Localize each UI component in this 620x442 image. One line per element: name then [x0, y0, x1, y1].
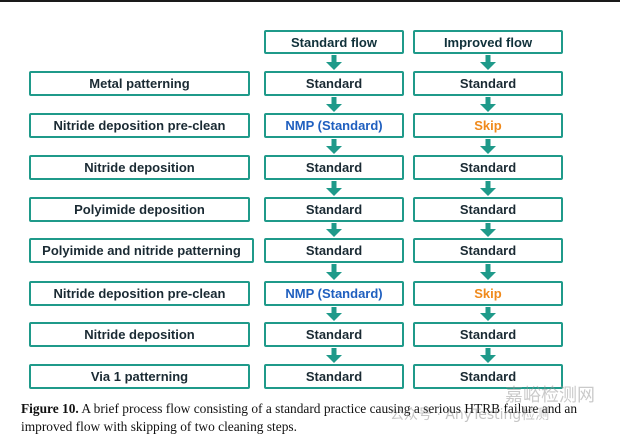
improved-flow-box: Standard [413, 197, 563, 222]
step-box-nitride-pre-clean-2: Nitride deposition pre-clean [29, 281, 250, 306]
flow-arrowhead-standard-5 [326, 229, 342, 237]
step-box-polyimide-nitride-patterning: Polyimide and nitride patterning [29, 238, 254, 263]
improved-flow-box: Standard [413, 238, 563, 263]
step-box-via1-patterning: Via 1 patterning [29, 364, 250, 389]
improved-flow-label: Standard [459, 243, 517, 258]
standard-flow-label: Standard [305, 202, 363, 217]
step-box-polyimide-deposition: Polyimide deposition [29, 197, 250, 222]
step-label: Nitride deposition pre-clean [53, 286, 226, 301]
improved-flow-label: Standard [459, 76, 517, 91]
step-box-nitride-deposition: Nitride deposition [29, 155, 250, 180]
standard-flow-box: Standard [264, 238, 404, 263]
step-box-metal-patterning: Metal patterning [29, 71, 250, 96]
improved-flow-label: Standard [459, 369, 517, 384]
standard-flow-box: NMP (Standard) [264, 113, 404, 138]
flow-arrowhead-standard-7 [326, 313, 342, 321]
standard-flow-label-nmp: NMP (Standard) [285, 118, 383, 133]
figure-label: Figure 10. [21, 401, 79, 416]
flow-arrowhead-improved-3 [480, 146, 496, 154]
standard-flow-box: Standard [264, 364, 404, 389]
improved-flow-box: Skip [413, 281, 563, 306]
step-label: Nitride deposition pre-clean [53, 118, 226, 133]
step-box-nitride-deposition-2: Nitride deposition [29, 322, 250, 347]
flow-arrowhead-standard-4 [326, 188, 342, 196]
figure-caption: Figure 10. A brief process flow consisti… [21, 400, 611, 436]
step-label: Polyimide and nitride patterning [42, 243, 241, 258]
flow-arrowhead-improved-2 [480, 104, 496, 112]
standard-flow-label-nmp: NMP (Standard) [285, 286, 383, 301]
flow-arrowhead-improved-7 [480, 313, 496, 321]
standard-flow-label: Standard [305, 327, 363, 342]
standard-flow-label: Standard [305, 369, 363, 384]
flow-arrowhead-improved-6 [480, 272, 496, 280]
standard-flow-box: Standard [264, 155, 404, 180]
flow-arrowhead-standard-6 [326, 272, 342, 280]
flow-arrowhead-standard-1 [326, 62, 342, 70]
step-label: Via 1 patterning [90, 369, 189, 384]
flow-arrowhead-improved-5 [480, 229, 496, 237]
step-label: Polyimide deposition [74, 202, 205, 217]
improved-flow-label: Standard [459, 327, 517, 342]
improved-flow-label: Standard [459, 160, 517, 175]
standard-flow-label: Standard [305, 243, 363, 258]
standard-flow-box: Standard [264, 322, 404, 347]
step-label: Metal patterning [89, 76, 190, 91]
step-label: Nitride deposition [84, 327, 195, 342]
figure-caption-text: A brief process flow consisting of a sta… [21, 401, 578, 434]
standard-flow-box: Standard [264, 197, 404, 222]
flow-arrowhead-improved-8 [480, 355, 496, 363]
improved-flow-header-label: Improved flow [443, 34, 533, 50]
flow-arrowhead-standard-2 [326, 104, 342, 112]
flow-arrowhead-improved-4 [480, 188, 496, 196]
standard-flow-header-label: Standard flow [291, 34, 377, 50]
improved-flow-box: Standard [413, 364, 563, 389]
improved-flow-box: Skip [413, 113, 563, 138]
standard-flow-label: Standard [305, 76, 363, 91]
standard-flow-label: Standard [305, 160, 363, 175]
step-box-nitride-pre-clean: Nitride deposition pre-clean [29, 113, 250, 138]
top-rule [0, 0, 620, 2]
improved-flow-box: Standard [413, 71, 563, 96]
improved-flow-header: Improved flow [413, 30, 563, 54]
improved-flow-label: Standard [459, 202, 517, 217]
step-label: Nitride deposition [84, 160, 195, 175]
flow-arrowhead-improved-1 [480, 62, 496, 70]
standard-flow-box: Standard [264, 71, 404, 96]
improved-flow-label-skip: Skip [474, 286, 502, 301]
improved-flow-box: Standard [413, 322, 563, 347]
flow-arrowhead-standard-8 [326, 355, 342, 363]
standard-flow-header: Standard flow [264, 30, 404, 54]
standard-flow-box: NMP (Standard) [264, 281, 404, 306]
improved-flow-label-skip: Skip [474, 118, 502, 133]
improved-flow-box: Standard [413, 155, 563, 180]
flow-arrowhead-standard-3 [326, 146, 342, 154]
